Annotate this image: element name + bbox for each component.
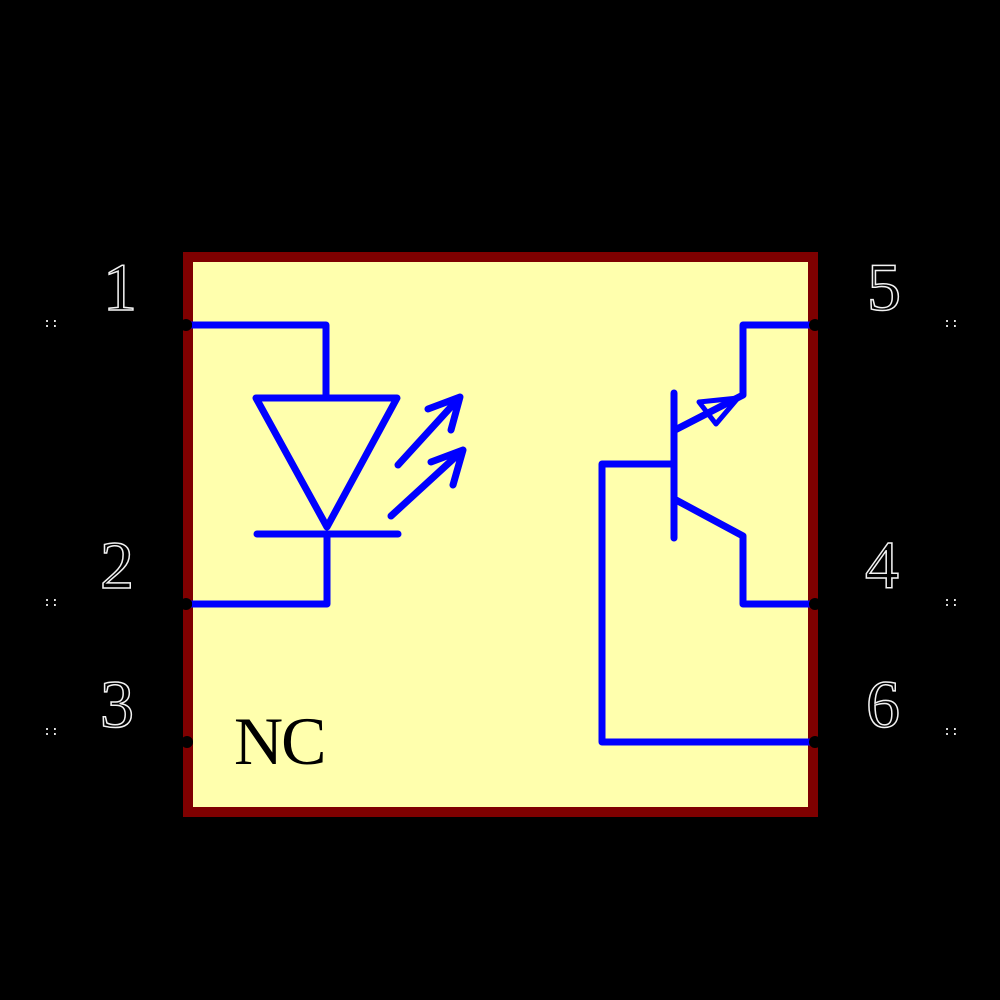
pin-number-5: 5 (866, 249, 902, 325)
pin-5-dot[interactable] (809, 319, 821, 331)
pin-stubs (160, 319, 842, 748)
pin-number-1: 1 (102, 249, 138, 325)
pin-6-marker: :: (943, 724, 959, 739)
led-cathode-wire (183, 530, 331, 608)
transistor-bottom-lead (672, 496, 817, 608)
pin-1-marker: :: (43, 316, 59, 331)
pin-2-dot[interactable] (180, 598, 192, 610)
pin-3-marker: :: (43, 724, 59, 739)
transistor-base-lead (598, 460, 817, 746)
pin-number-6: 6 (865, 666, 901, 742)
pin-number-3: 3 (99, 666, 135, 742)
light-arrow-upper (394, 393, 464, 469)
nc-label: NC (234, 703, 326, 779)
pin-5-marker: :: (943, 316, 959, 331)
pin-4-dot[interactable] (809, 598, 821, 610)
pin-number-4: 4 (864, 527, 900, 603)
pin-1-dot[interactable] (180, 319, 192, 331)
transistor-arrowhead (696, 395, 741, 427)
pin-6-dot[interactable] (809, 736, 821, 748)
led-graphic (183, 321, 467, 608)
pin-number-2: 2 (99, 527, 135, 603)
led-anode-wire (183, 321, 330, 402)
pin-2-marker: :: (43, 595, 59, 610)
light-arrow-lower (387, 446, 467, 520)
pin-4-marker: :: (943, 595, 959, 610)
pin-3-dot[interactable] (181, 736, 193, 748)
led-triangle (252, 394, 401, 531)
phototransistor-graphic (598, 321, 817, 746)
